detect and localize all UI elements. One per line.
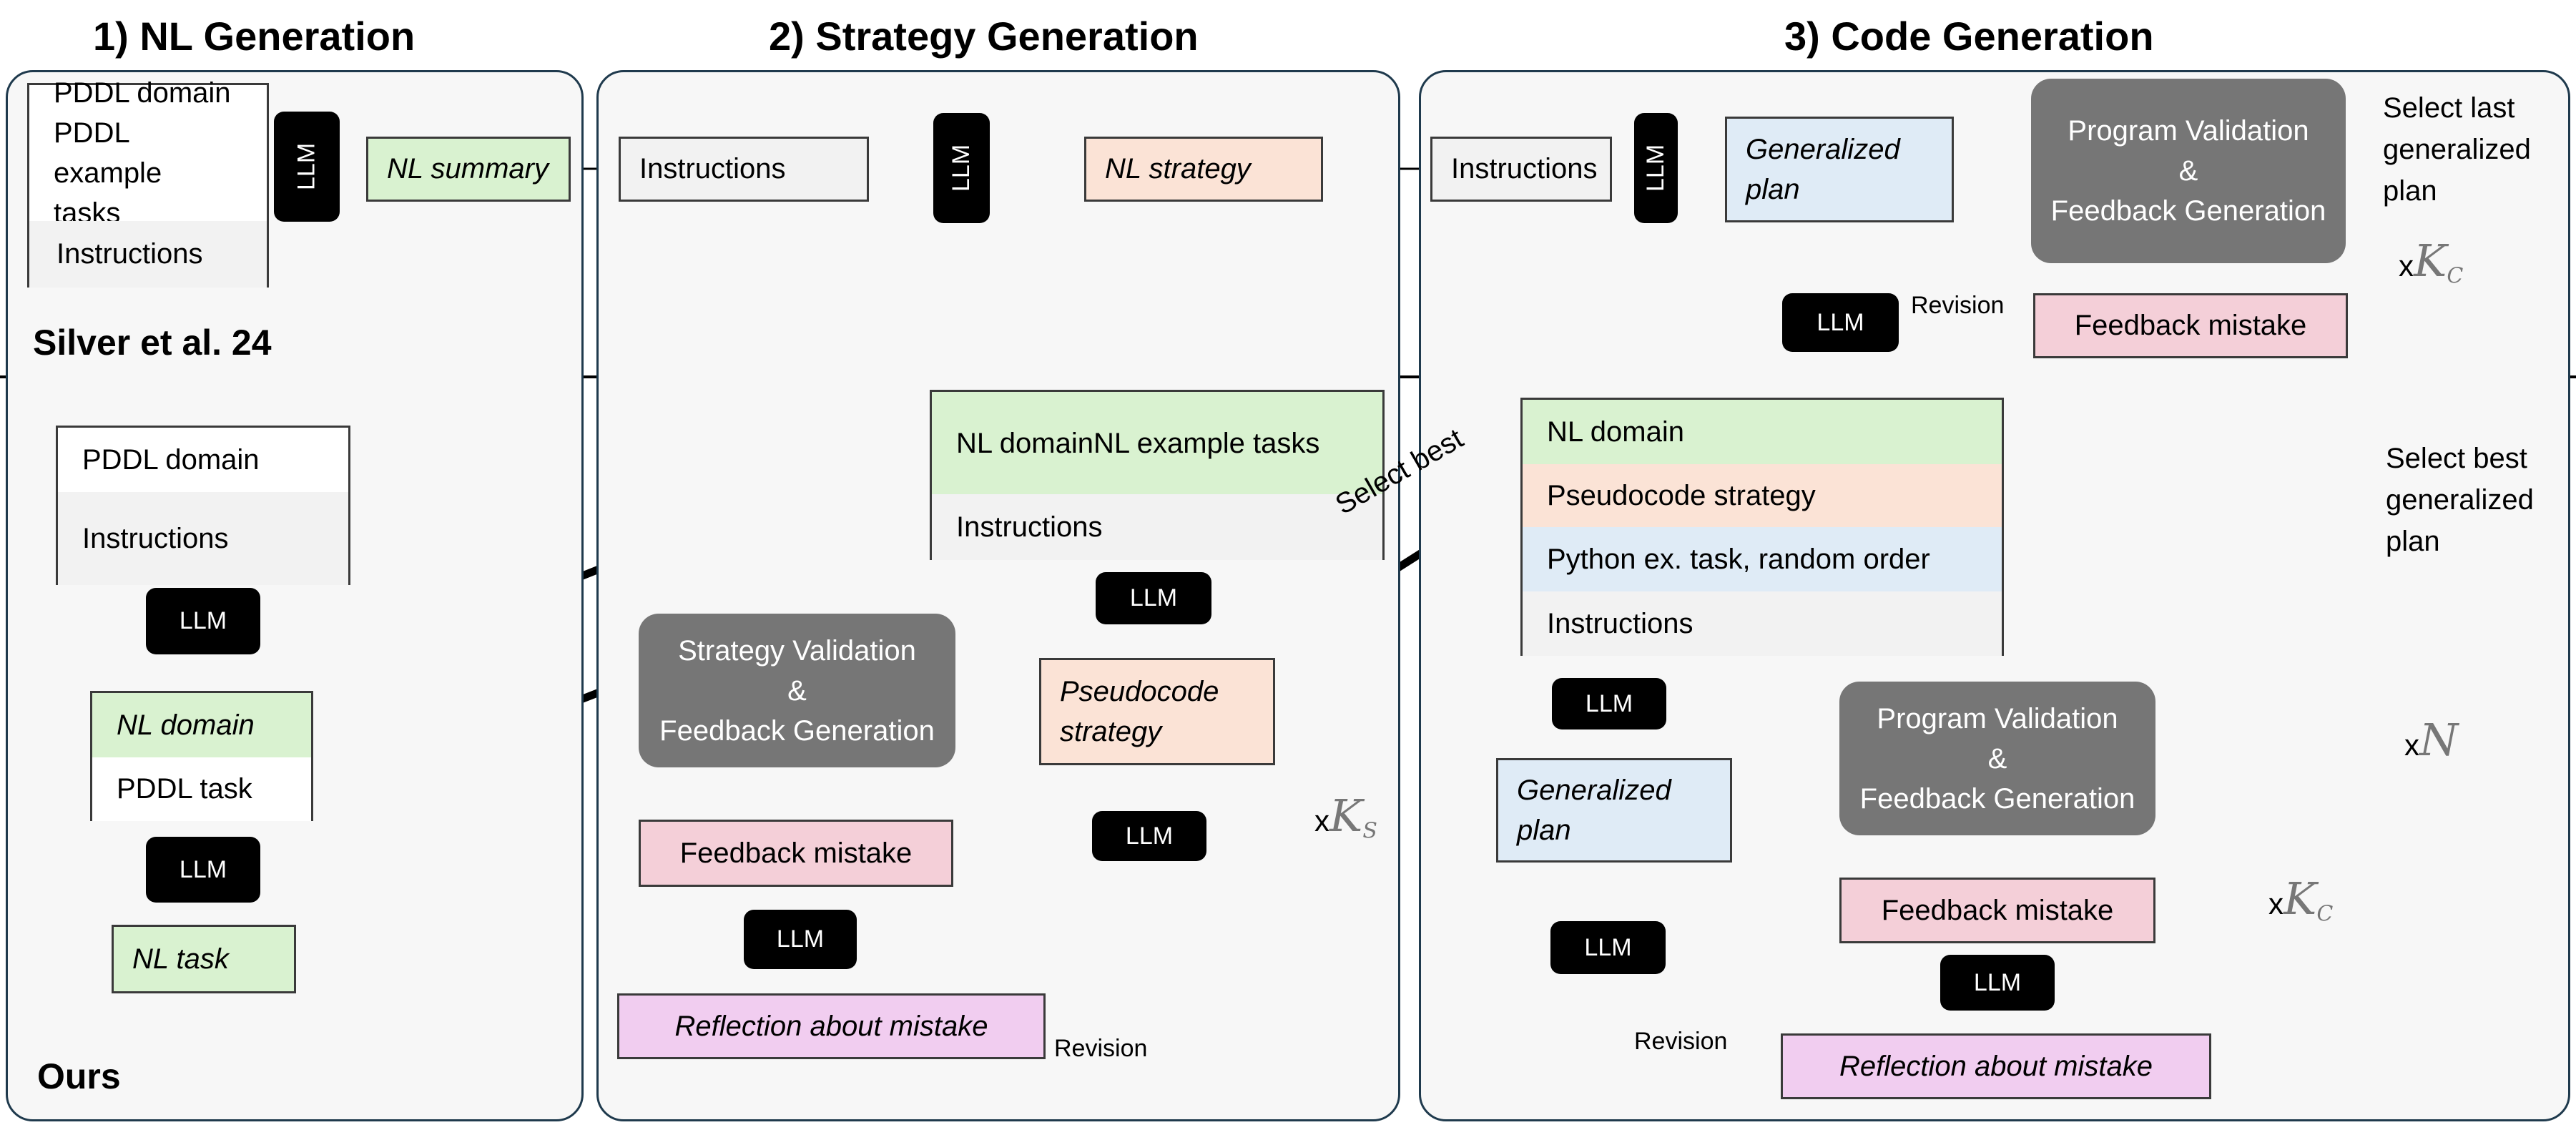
ours-python-task: Python ex. task, random order [1523,527,2002,591]
ours-instructions-1: Instructions [58,492,348,585]
top-instructions-1: Instructions [29,221,267,288]
ours-program-validation: Program Validation & Feedback Generation [1839,682,2155,835]
ours-reflection-1: Reflection about mistake [617,993,1046,1059]
top-nl-strategy: NL strategy [1084,137,1323,202]
top-revision-label: Revision [1911,292,2005,319]
ours-nl-domain-stack: NL domain PDDL task [90,691,313,821]
label-ours: Ours [37,1056,121,1096]
top-feedback-mistake: Feedback mistake [2033,293,2348,358]
top-llm-1: LLM [274,112,340,222]
top-nl-summary: NL summary [366,137,571,202]
ours-llm-6: LLM [1552,678,1666,729]
top-select-last: Select last generalized plan [2383,92,2531,207]
ours-llm-5: LLM [1092,811,1206,861]
top-llm-4: LLM [1782,293,1899,352]
ours-llm-1: LLM [146,588,260,654]
top-input-stack: PDDL domain PDDL example tasks Instructi… [27,77,269,288]
label-silver: Silver et al. 24 [33,323,272,363]
ours-feedback-mistake-2: Feedback mistake [1839,878,2155,943]
ours-multiplier-kc: xKC [2268,873,2334,927]
panel-strategy-generation [596,70,1400,1121]
ours-nl-task: NL task [112,925,296,993]
top-pddl-inputs: PDDL domain PDDL example tasks [29,77,267,229]
ours-pseudocode-strategy: Pseudocode strategy [1039,658,1275,765]
title-strategy-generation: 2) Strategy Generation [769,14,1199,59]
ours-generalized-plan: Generalized plan [1496,758,1732,863]
ours-llm-3: LLM [1096,572,1211,624]
ours-llm-2: LLM [146,837,260,903]
ours-pddl-task: PDDL task [92,757,311,821]
ours-feedback-mistake-1: Feedback mistake [639,820,953,887]
ours-llm-7: LLM [1940,955,2055,1011]
ours-instructions-2: Instructions [932,494,1382,560]
ours-llm-8: LLM [1550,921,1666,974]
top-multiplier-kc: xKC [2399,235,2464,289]
top-program-validation: Program Validation & Feedback Generation [2031,79,2346,263]
ours-pddl-domain: PDDL domain [58,428,348,492]
title-code-generation: 3) Code Generation [1784,14,2154,59]
title-nl-generation: 1) NL Generation [93,14,416,59]
ours-code-input-stack: NL domain Pseudocode strategy Python ex.… [1520,398,2004,656]
ours-llm-4: LLM [744,910,857,969]
ours-pseudocode-row: Pseudocode strategy [1523,464,2002,527]
top-llm-3: LLM [1634,113,1678,223]
top-generalized-plan: Generalized plan [1725,117,1954,222]
ours-revision-label-1: Revision [1054,1035,1148,1062]
ours-strategy-validation: Strategy Validation & Feedback Generatio… [639,614,955,767]
top-instructions-3: Instructions [1430,137,1612,202]
ours-select-best-side: Select best generalized plan [2386,443,2534,557]
ours-input-stack: PDDL domain Instructions [56,426,350,585]
top-instructions-2: Instructions [619,137,869,202]
ours-revision-label-2: Revision [1634,1028,1728,1055]
ours-multiplier-ks: xKS [1314,790,1377,844]
ours-instructions-3: Instructions [1523,591,2002,656]
ours-nl-domain-2: NL domain [1523,400,2002,464]
ours-multiplier-n: xN [2404,714,2459,766]
ours-nl-domain-1: NL domain [92,693,311,757]
ours-reflection-2: Reflection about mistake [1781,1033,2211,1099]
top-llm-2: LLM [933,113,990,223]
